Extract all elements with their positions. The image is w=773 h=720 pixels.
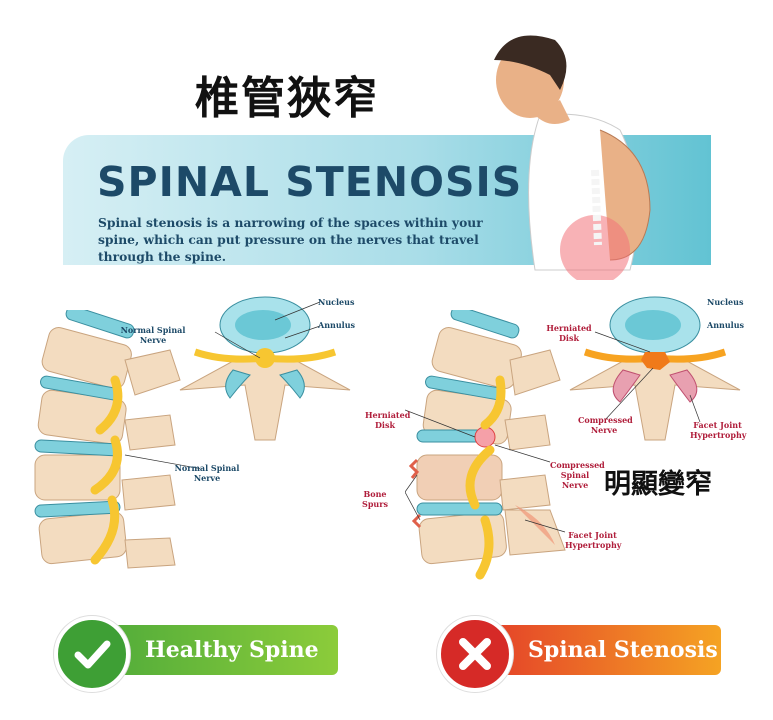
label-compressed-nerve: Compressed Nerve: [578, 415, 633, 435]
label-normal-nerve-top: Normal Spinal Nerve: [120, 325, 186, 345]
label-nucleus-stenosis: Nucleus: [707, 297, 744, 307]
healthy-vertebra-top-diagram: [179, 296, 351, 441]
label-herniated-disk-side: Herniated Disk: [365, 410, 411, 430]
stenosis-spine-side-diagram: [405, 310, 566, 580]
spinal-stenosis-label: Spinal Stenosis: [528, 637, 718, 663]
label-nucleus-healthy: Nucleus: [318, 297, 355, 307]
chinese-title: 椎管狹窄: [195, 73, 379, 124]
label-compressed-spinal-nerve: Compressed Spinal Nerve: [550, 460, 605, 490]
label-bone-spurs: Bone Spurs: [362, 489, 388, 509]
stenosis-vertebra-top-diagram: [569, 296, 741, 441]
man-back-pain-illustration: [494, 35, 651, 280]
label-annulus-healthy: Annulus: [318, 320, 356, 330]
healthy-spine-side-diagram: [34, 310, 200, 569]
pain-highlight: [560, 215, 630, 280]
banner-description: Spinal stenosis is a narrowing of the sp…: [98, 215, 483, 264]
narrowing-annotation: 明顯變窄: [604, 469, 712, 500]
label-annulus-stenosis: Annulus: [707, 320, 745, 330]
label-herniated-disk-top: Herniated Disk: [546, 323, 592, 343]
label-facet-joint-top: Facet Joint Hypertrophy: [690, 420, 747, 440]
healthy-spine-label: Healthy Spine: [145, 637, 319, 663]
label-facet-joint-side: Facet Joint Hypertrophy: [565, 530, 622, 550]
label-normal-nerve-side: Normal Spinal Nerve: [174, 463, 240, 483]
spinal-stenosis-badge: Spinal Stenosis: [458, 625, 721, 675]
check-icon: [54, 616, 130, 692]
x-icon: [437, 616, 513, 692]
banner-title: SPINAL STENOSIS: [97, 158, 523, 206]
